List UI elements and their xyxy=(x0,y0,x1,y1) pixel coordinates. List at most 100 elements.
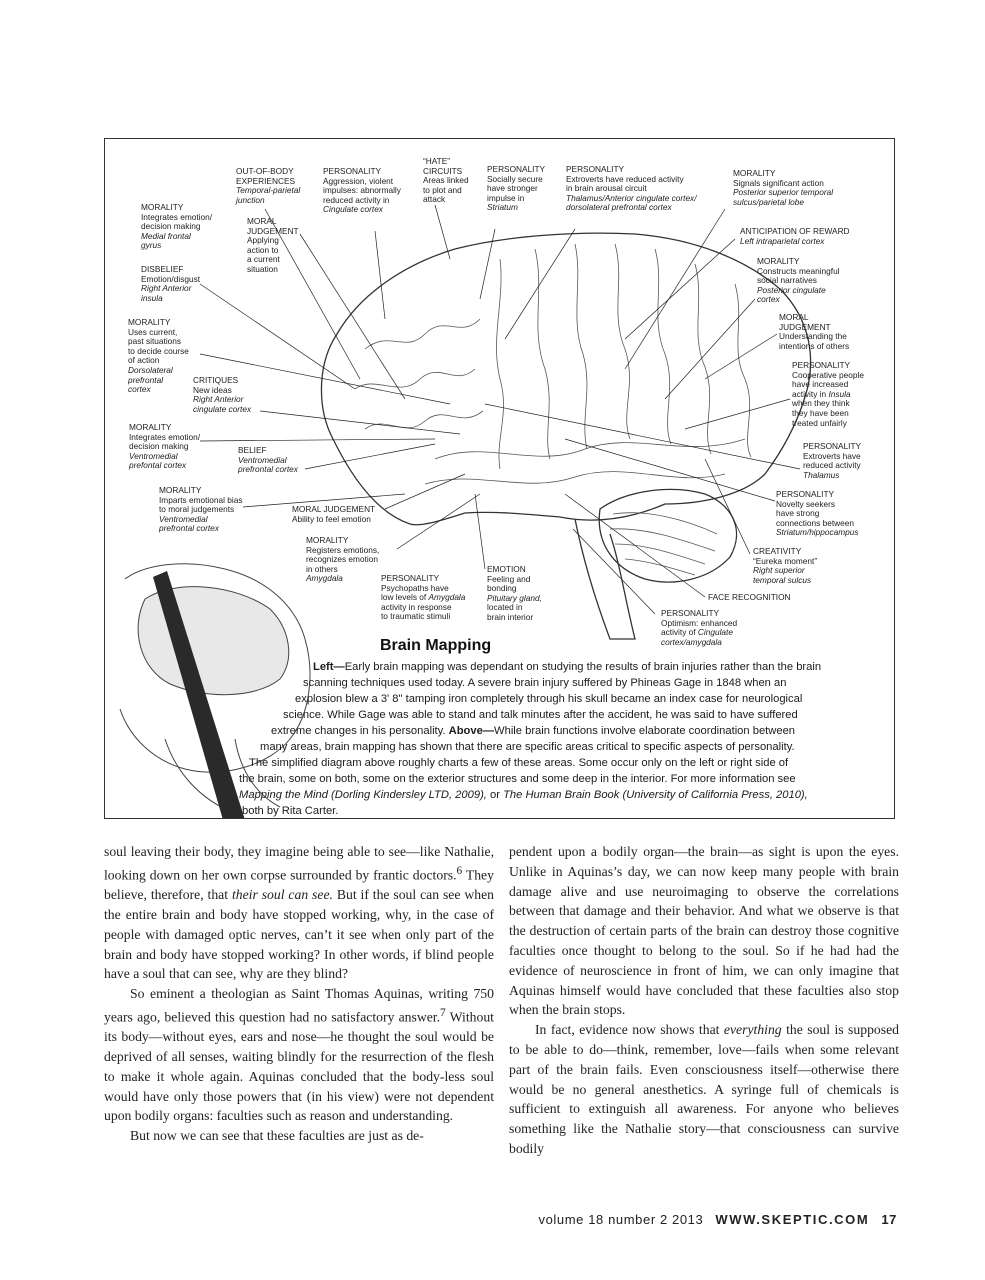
caption-line: The simplified diagram above roughly cha… xyxy=(249,757,789,769)
label-anticipation-reward: ANTICIPATION OF REWARD Left intraparieta… xyxy=(740,226,850,246)
label-line: Novelty seekers xyxy=(776,498,836,509)
label-line: sulcus/parietal lobe xyxy=(733,196,805,207)
cerebrum-outline xyxy=(320,232,812,526)
label-line: activity in response xyxy=(381,601,452,612)
label-line: JUDGEMENT xyxy=(247,225,299,236)
label-line: action to xyxy=(247,244,279,255)
label-line: PERSONALITY xyxy=(792,360,851,370)
label-line: MORALITY xyxy=(306,535,349,545)
label-line: cortex xyxy=(757,294,780,305)
label-line: Socially secure xyxy=(487,173,543,184)
label-line: Integrates emotion/ xyxy=(141,211,213,222)
label-line: Right Anterior xyxy=(193,394,244,405)
label-line: Applying xyxy=(247,235,279,246)
paragraph: In fact, evidence now shows that everyth… xyxy=(509,1020,899,1159)
label-line: cortex/amygdala xyxy=(661,636,722,647)
label-line: connections between xyxy=(776,517,854,528)
label-line: New ideas xyxy=(193,384,232,395)
label-line: in brain arousal circuit xyxy=(566,183,647,194)
footnote-ref: 7 xyxy=(440,1006,446,1019)
caption-text: or xyxy=(486,789,504,801)
label-line: MORALITY xyxy=(141,202,184,212)
label-line: in others xyxy=(306,563,338,574)
label-emotion-bonding: EMOTION Feeling and bonding Pituitary gl… xyxy=(487,564,542,623)
label-line: cingulate cortex xyxy=(193,403,252,414)
label-line: prefrontal cortex xyxy=(238,464,298,475)
caption-line: scanning techniques used today. A severe… xyxy=(303,677,787,689)
label-aggression: PERSONALITY Aggression, violent impulses… xyxy=(323,166,401,215)
paragraph: pendent upon a bodily organ—the brain—as… xyxy=(509,844,899,1018)
label-line: prefrontal xyxy=(128,374,164,385)
label-line: PERSONALITY xyxy=(381,573,440,583)
label-line: Right superior xyxy=(753,565,805,576)
label-line: Optimism: enhanced xyxy=(661,617,738,628)
label-line: intentions of others xyxy=(779,340,850,351)
label-line: have stronger xyxy=(487,183,538,194)
label-line: Signals significant action xyxy=(733,177,824,188)
caption-line: the brain, some on both, some on the ext… xyxy=(239,773,796,785)
label-line: Cingulate cortex xyxy=(323,204,383,215)
label-line: Medial frontal xyxy=(141,230,191,241)
paragraph: But now we can see that these faculties … xyxy=(130,1128,424,1144)
label-line: Ability to feel emotion xyxy=(292,513,371,524)
label-line: Pituitary gland, xyxy=(487,592,542,603)
text-run: the soul is supposed to be able to do—th… xyxy=(509,1022,899,1156)
page-number: 17 xyxy=(881,1212,897,1227)
label-line: Imparts emotional bias xyxy=(159,494,243,505)
caption-title: Brain Mapping xyxy=(380,637,492,654)
text-run: So eminent a theologian as Saint Thomas … xyxy=(104,986,494,1025)
label-feel-emotion: MORAL JUDGEMENT Ability to feel emotion xyxy=(292,504,375,524)
label-line: “Eureka moment” xyxy=(753,555,818,566)
label-signals-action: MORALITY Signals significant action Post… xyxy=(733,168,833,207)
text-run: They believe, therefore, that xyxy=(104,867,494,903)
label-line: temporal sulcus xyxy=(753,574,812,585)
label-line: DISBELIEF xyxy=(141,264,184,274)
brain-mapping-figure: OUT-OF-BODY EXPERIENCES Temporal-parieta… xyxy=(104,138,895,819)
label-emotional-bias: MORALITY Imparts emotional bias to moral… xyxy=(159,485,243,534)
label-line: PERSONALITY xyxy=(323,166,382,176)
label-line: Cooperative people xyxy=(792,369,864,380)
label-line: Posterior cingulate xyxy=(757,284,826,295)
label-line: dorsolateral prefrontal cortex xyxy=(566,202,672,213)
label-line: EMOTION xyxy=(487,564,526,574)
label-line: PERSONALITY xyxy=(566,164,625,174)
caption-text: The Human Brain Book (University of Cali… xyxy=(503,789,808,801)
label-belief: BELIEF Ventromedial prefrontal cortex xyxy=(238,445,298,475)
label-face-recognition: FACE RECOGNITION xyxy=(708,592,791,603)
label-line: Understanding the xyxy=(779,331,847,342)
label-line: Ventromedial xyxy=(129,450,178,461)
tamping-iron xyxy=(153,571,245,818)
label-line: low levels of xyxy=(381,592,429,603)
caption-label: Above— xyxy=(448,725,495,737)
label-line: prefrontal cortex xyxy=(159,523,219,534)
site-url[interactable]: WWW.SKEPTIC.COM xyxy=(715,1212,870,1227)
label-line: MORALITY xyxy=(129,422,172,432)
label-line: to plot and xyxy=(423,184,462,195)
label-psychopaths: PERSONALITY Psychopaths have low levels … xyxy=(381,573,466,622)
text-run: their soul can see. xyxy=(231,887,333,903)
label-line: insula xyxy=(141,292,163,303)
footnote-ref: 6 xyxy=(456,864,463,877)
text-run: everything xyxy=(723,1022,782,1038)
caption-label: Left— xyxy=(313,661,345,673)
paragraph: So eminent a theologian as Saint Thomas … xyxy=(104,984,494,1126)
brain-illustration xyxy=(119,204,812,818)
label-extroverts-arousal: PERSONALITY Extroverts have reduced acti… xyxy=(566,164,697,213)
label-line: cortex xyxy=(128,384,151,395)
text-run: But if the soul can see when the entire … xyxy=(104,887,494,982)
label-line: Constructs meaningful xyxy=(757,265,840,276)
label-line: PERSONALITY xyxy=(487,164,546,174)
caption-text: Early brain mapping was dependant on stu… xyxy=(344,661,822,673)
label-line: Dorsolateral xyxy=(128,364,173,375)
label-line: decision making xyxy=(141,221,201,232)
label-line: have increased xyxy=(792,379,849,390)
label-line: Left intraparietal cortex xyxy=(740,235,825,246)
label-line: Registers emotions, xyxy=(306,544,380,555)
label-line: Amygdala xyxy=(428,592,466,603)
label-line: Striatum/hippocampus xyxy=(776,527,859,538)
label-moral-applying: MORAL JUDGEMENT Applying action to a cur… xyxy=(247,216,299,275)
label-creativity: CREATIVITY “Eureka moment” Right superio… xyxy=(753,546,818,585)
label-line: treated unfairly xyxy=(792,417,847,428)
label-line: impulses: abnormally xyxy=(323,185,401,196)
